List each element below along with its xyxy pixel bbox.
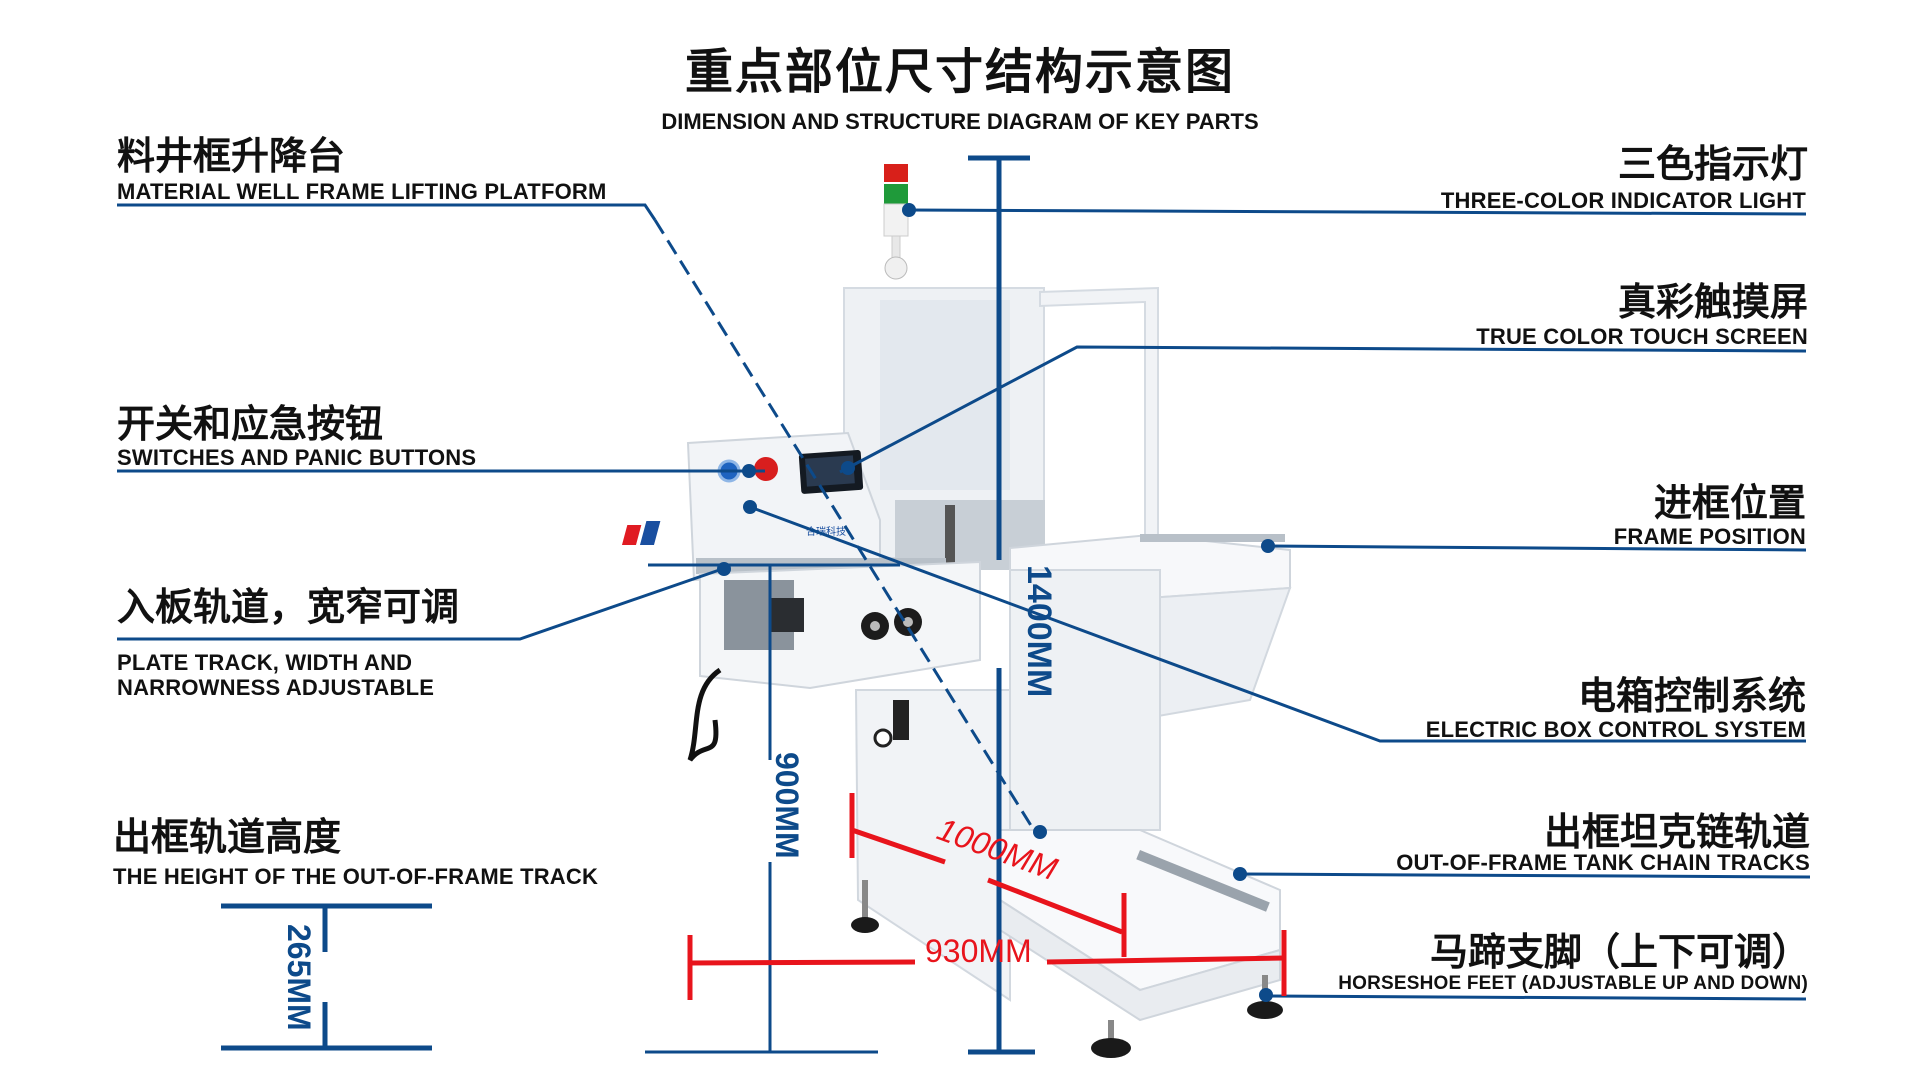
ball-screw — [945, 505, 955, 570]
page-subtitle: DIMENSION AND STRUCTURE DIAGRAM OF KEY P… — [661, 109, 1259, 134]
label-outlet-height-en: THE HEIGHT OF THE OUT-OF-FRAME TRACK — [113, 864, 599, 889]
label-tank-chain-en: OUT-OF-FRAME TANK CHAIN TRACKS — [1396, 850, 1810, 875]
foot-3 — [1247, 1001, 1283, 1019]
foot-2 — [1091, 1038, 1131, 1058]
pressure-gauge — [873, 728, 893, 748]
foot-2-stem — [1108, 1020, 1114, 1044]
brand-logo — [621, 521, 661, 545]
light-green-segment — [884, 184, 908, 204]
lift-column-panel — [880, 300, 1010, 490]
dot-electric-box — [743, 500, 757, 514]
label-lifting-platform-en: MATERIAL WELL FRAME LIFTING PLATFORM — [117, 179, 607, 204]
label-electric-box-cn: 电箱控制系统 — [1577, 674, 1806, 718]
dim-1400-lines — [968, 155, 1035, 1055]
label-plate-track-en-line1: PLATE TRACK, WIDTH AND — [117, 650, 413, 675]
roller-2-hub — [903, 617, 913, 627]
three-color-indicator-light — [883, 164, 909, 280]
dim-930-lines — [687, 930, 1287, 1000]
frame-inlet-rail — [1140, 534, 1285, 542]
dot-switches — [742, 464, 756, 478]
label-switches-cn: 开关和应急按钮 — [117, 402, 384, 446]
power-cable — [687, 667, 722, 762]
label-outlet-height-cn: 出框轨道高度 — [113, 815, 342, 859]
leader-dots — [717, 203, 1275, 1002]
dot-horseshoe-feet — [1259, 988, 1273, 1002]
tank-chain-track — [1136, 849, 1270, 912]
light-red-segment — [884, 164, 908, 182]
stepper-motor — [770, 598, 804, 632]
machine-illustration: 合瑞科技 — [621, 164, 1292, 1058]
dim-930-right — [1046, 955, 1285, 965]
dim-1000-right — [987, 877, 1123, 935]
label-horseshoe-feet-cn: 马蹄支脚（上下可调） — [1429, 930, 1810, 974]
label-plate-track-en-line2: NARROWNESS ADJUSTABLE — [117, 675, 435, 700]
dim-900-lines — [645, 565, 878, 1054]
dot-touch-screen — [841, 461, 855, 475]
dim-1000-lines — [849, 793, 1127, 957]
leader-frame-position — [1269, 544, 1807, 552]
leader-horseshoe-feet — [1265, 994, 1807, 1001]
leader-lifting-platform-dashed — [653, 219, 1037, 833]
label-horseshoe-feet-en: HORSESHOE FEET (ADJUSTABLE UP AND DOWN) — [1338, 973, 1808, 994]
dot-frame-position — [1261, 539, 1275, 553]
logo-text: 合瑞科技 — [806, 525, 846, 538]
label-touch-screen-en: TRUE COLOR TOUCH SCREEN — [1476, 324, 1808, 349]
label-electric-box-en: ELECTRIC BOX CONTROL SYSTEM — [1425, 717, 1806, 742]
emergency-stop-button — [754, 457, 778, 481]
foot-1 — [851, 917, 879, 933]
leader-indicator-light — [907, 208, 1807, 216]
touch-screen-display — [805, 455, 855, 487]
air-regulator — [893, 700, 909, 740]
frame-arch — [1039, 286, 1159, 561]
dim-1400-label: 1400MM — [1020, 565, 1058, 697]
label-indicator-light-cn: 三色指示灯 — [1617, 142, 1808, 186]
dim-265-lines — [221, 903, 432, 1051]
dim-900-label: 900MM — [769, 752, 805, 859]
dim-930-left — [689, 959, 916, 966]
label-frame-position-cn: 进框位置 — [1653, 481, 1806, 525]
leader-lines — [117, 203, 1811, 1001]
roller-1-hub — [870, 621, 880, 631]
dot-lifting-platform — [1033, 825, 1047, 839]
label-plate-track-cn: 入板轨道，宽窄可调 — [117, 585, 460, 629]
leader-lifting-platform — [117, 203, 657, 221]
leader-electric-box — [749, 505, 1806, 743]
dot-plate-track — [717, 562, 731, 576]
dim-1000-left — [851, 827, 946, 865]
page-title: 重点部位尺寸结构示意图 — [684, 44, 1235, 100]
foot-1-stem — [862, 880, 868, 920]
label-indicator-light-en: THREE-COLOR INDICATOR LIGHT — [1440, 188, 1806, 213]
label-touch-screen-cn: 真彩触摸屏 — [1617, 280, 1808, 324]
dot-indicator-light — [902, 203, 916, 217]
dim-930-label: 930MM — [925, 933, 1032, 969]
light-stem — [891, 235, 901, 259]
dim-265-label: 265MM — [281, 924, 317, 1031]
leader-touch-screen — [839, 345, 1807, 474]
light-mount — [884, 256, 908, 280]
label-lifting-platform-cn: 料井框升降台 — [117, 134, 346, 178]
label-switches-en: SWITCHES AND PANIC BUTTONS — [117, 445, 477, 470]
dot-tank-chain — [1233, 867, 1247, 881]
leader-plate-track — [117, 565, 729, 641]
label-frame-position-en: FRAME POSITION — [1613, 524, 1806, 549]
leader-tank-chain — [1239, 872, 1811, 879]
label-tank-chain-cn: 出框坦克链轨道 — [1543, 810, 1810, 854]
